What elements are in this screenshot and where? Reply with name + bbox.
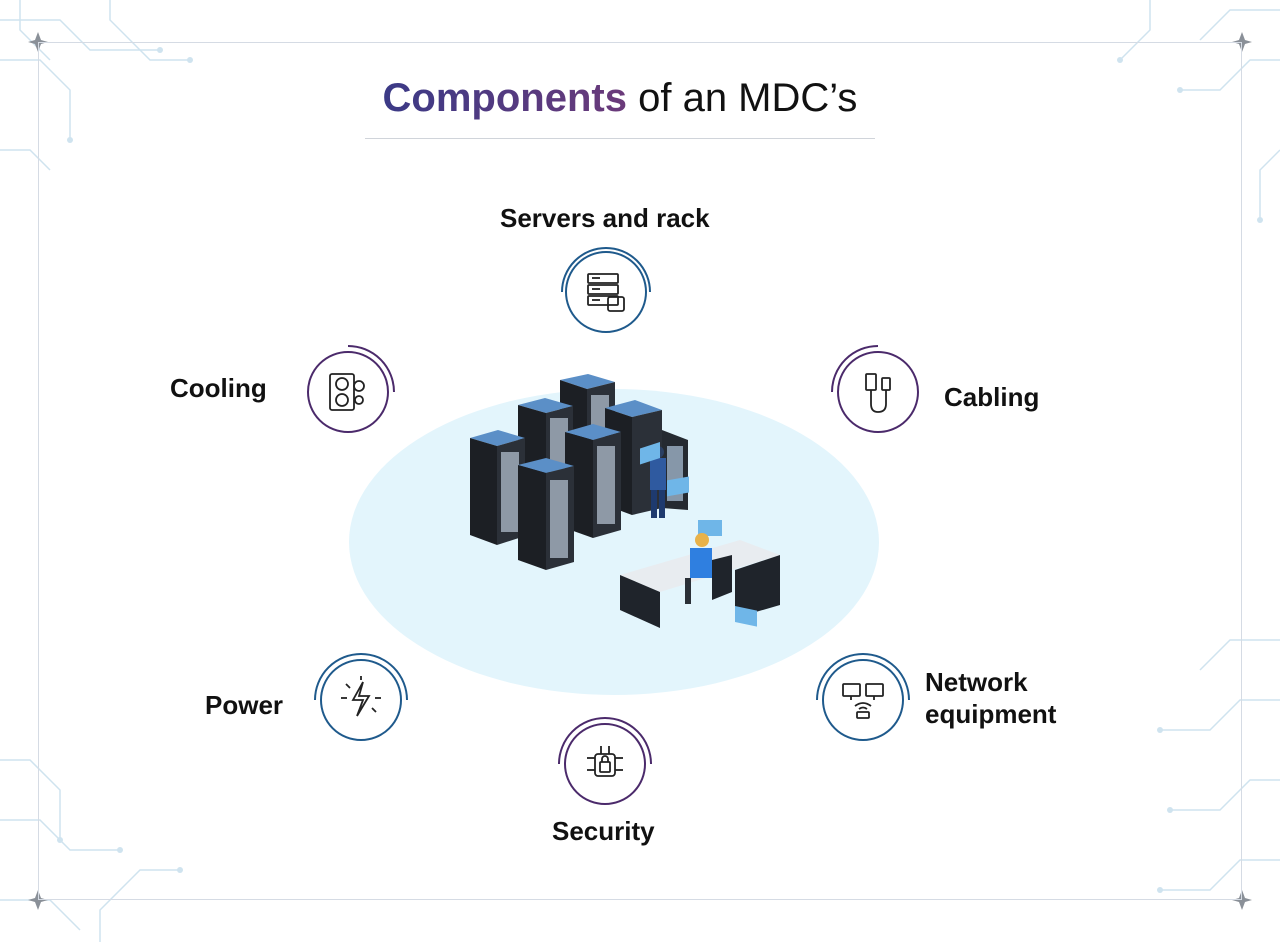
content-frame xyxy=(38,42,1242,900)
title-rest: of an MDC’s xyxy=(626,76,858,120)
power-label: Power xyxy=(205,690,284,720)
network-label: Network equipment xyxy=(925,666,1095,730)
security-label: Security xyxy=(552,816,655,846)
server-rack xyxy=(470,430,525,545)
cooling-fan-icon xyxy=(329,373,365,411)
cabling-label: Cabling xyxy=(944,382,1040,412)
network-monitors-icon xyxy=(842,683,884,719)
network-label-line1: Network xyxy=(925,667,1028,697)
title-highlight: Components xyxy=(382,76,627,120)
network-icon-badge xyxy=(813,650,913,750)
data-center-illustration xyxy=(349,374,879,695)
cooling-icon-badge xyxy=(298,342,398,442)
title-divider xyxy=(365,138,875,139)
power-icon-badge xyxy=(311,650,411,750)
operator-figure xyxy=(685,533,732,604)
network-label-line2: equipment xyxy=(925,699,1057,729)
security-icon-badge xyxy=(555,714,655,814)
lightning-icon xyxy=(341,676,381,717)
server-rack xyxy=(565,424,621,538)
usb-cable-icon xyxy=(865,373,891,413)
server-rack xyxy=(518,458,574,570)
servers-label: Servers and rack xyxy=(500,203,710,233)
cooling-label: Cooling xyxy=(170,373,267,403)
page-title: Components of an MDC’s xyxy=(0,72,1240,124)
security-lock-icon xyxy=(587,746,623,777)
servers-icon-badge xyxy=(556,242,656,342)
server-rack-icon xyxy=(587,273,625,312)
cabling-icon-badge xyxy=(828,342,928,442)
